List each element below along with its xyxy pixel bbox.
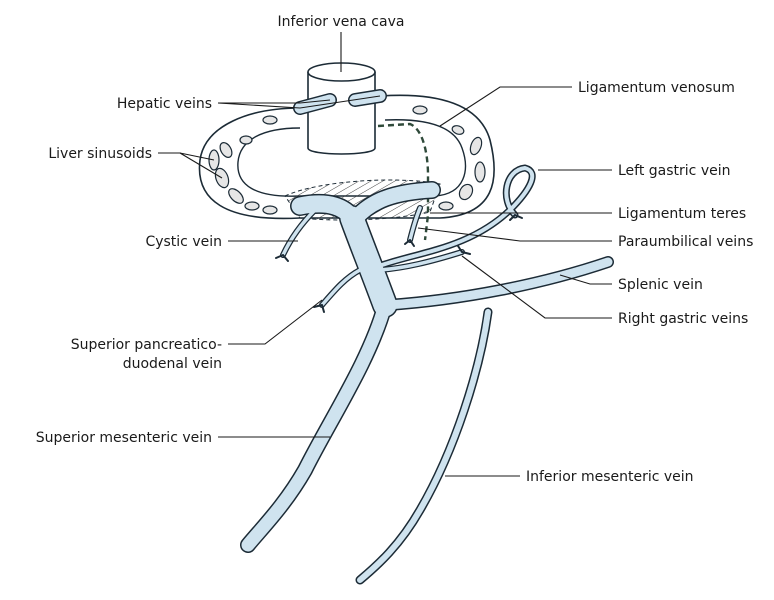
label-right-gastric-veins: Right gastric veins [618,311,748,327]
leader-superior-pancreaticoduodenal [228,299,323,345]
label-inferior-vena-cava: Inferior vena cava [278,14,405,30]
leader-right-gastric-veins [461,255,612,319]
leader-liver-sinusoids [158,152,223,179]
label-inferior-mesenteric-vein: Inferior mesenteric vein [526,469,694,485]
label-superior-pancreaticoduodenal-line1: Superior pancreatico- [71,337,222,353]
sinusoid-cells-left [208,115,278,215]
leader-splenic-vein [559,274,612,285]
label-ligamentum-teres: Ligamentum teres [618,206,746,222]
leader-ligamentum-venosum [439,86,572,127]
label-cystic-vein: Cystic vein [145,234,222,250]
ligamentum-venosum-path [377,122,430,241]
label-superior-pancreaticoduodenal-line2: duodenal vein [123,356,222,372]
label-superior-mesenteric-vein: Superior mesenteric vein [36,430,212,446]
labels: Inferior vena cava Hepatic veins Ligamen… [36,14,754,485]
leader-paraumbilical-veins [417,227,612,242]
label-splenic-vein: Splenic vein [618,277,703,293]
label-liver-sinusoids: Liver sinusoids [48,146,152,162]
label-hepatic-veins: Hepatic veins [117,96,212,112]
label-ligamentum-venosum: Ligamentum venosum [578,80,735,96]
leader-hepatic-veins [217,95,381,109]
sinusoid-cells-right [412,105,486,211]
liver-sinusoids-ring [198,94,495,220]
leader-lines [158,32,612,477]
label-paraumbilical-veins: Paraumbilical veins [618,234,753,250]
label-left-gastric-vein: Left gastric vein [618,163,731,179]
portal-vein-system [240,164,614,585]
